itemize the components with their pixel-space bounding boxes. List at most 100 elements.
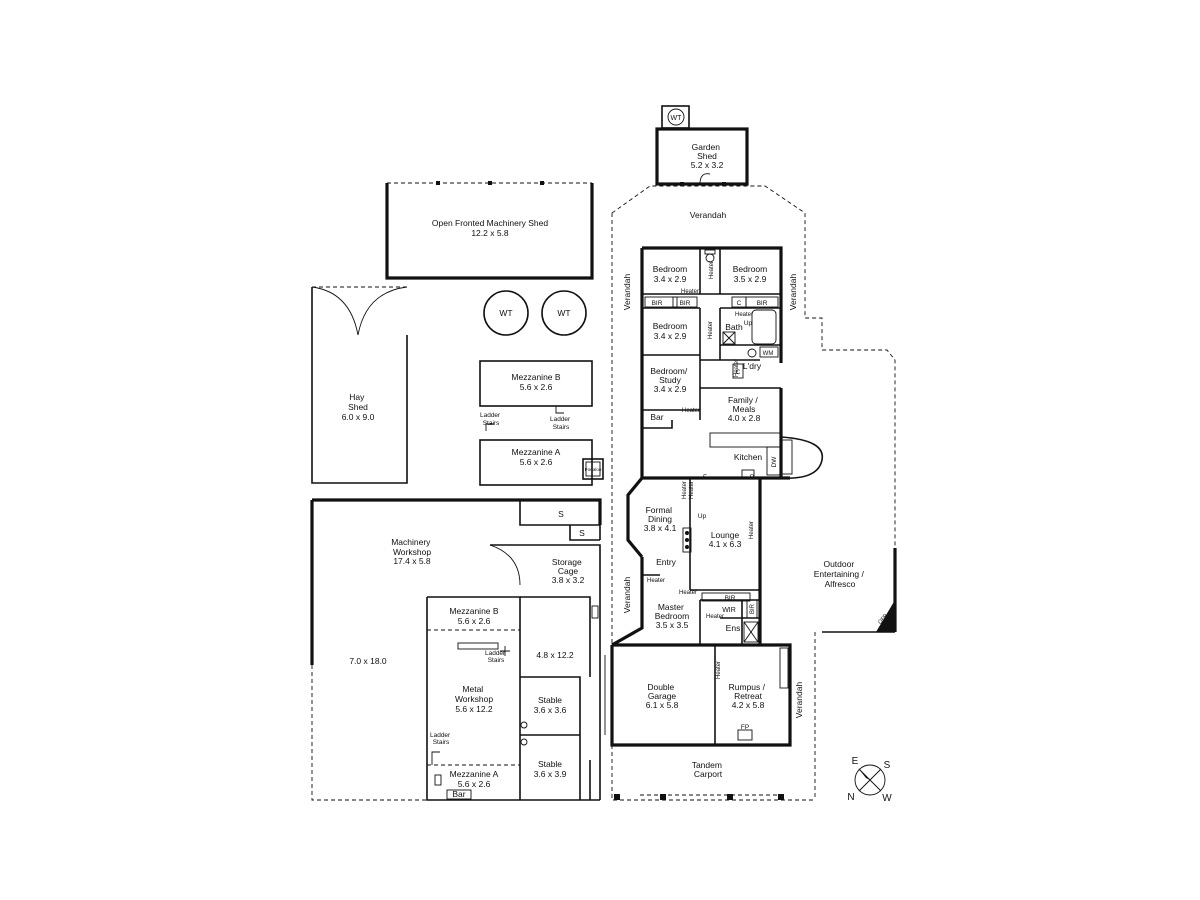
- lounge-label: Lounge: [711, 530, 740, 540]
- labels: WT Garden Shed 5.2 x 3.2 Verandah Verand…: [342, 115, 893, 804]
- formal-dining-dims: 3.8 x 4.1: [644, 523, 677, 533]
- heater-1-label: Heater: [681, 289, 699, 295]
- hay-shed-name-2: Shed: [348, 402, 368, 412]
- ens-label: Ens: [726, 623, 741, 633]
- mezz-b-bottom-dims: 5.6 x 2.6: [458, 616, 491, 626]
- bedroom-study-dims: 3.4 x 2.9: [654, 384, 687, 394]
- laundry-label: L'dry: [743, 361, 762, 371]
- fp-rumpus-label: FP: [741, 724, 749, 731]
- water-tank-2: [541, 290, 587, 336]
- bedroom-study-name-2: Study: [659, 375, 681, 385]
- bir-3-label: BIR: [757, 300, 768, 307]
- dw-text: DW: [771, 456, 778, 468]
- mezz-a-bottom-dims: 5.6 x 2.6: [458, 779, 491, 789]
- f-label: F: [703, 474, 707, 481]
- double-garage-name-1: Double: [647, 682, 674, 692]
- formal-dining-name-1: Formal: [646, 505, 673, 515]
- ladder-2-line-2: Stairs: [553, 424, 570, 431]
- bar-workshop-label: Bar: [452, 789, 465, 799]
- bar-house-label: Bar: [650, 412, 663, 422]
- bir-4-label: BIR: [725, 595, 736, 602]
- wir-label: WIR: [722, 607, 736, 614]
- machinery-workshop-label: Machinery Workshop: [391, 537, 433, 557]
- mezz-b-top-label: Mezzanine B: [511, 372, 560, 382]
- heater-5-text: Heater: [734, 359, 740, 377]
- bedroom-1-dims: 3.4 x 2.9: [654, 274, 687, 284]
- ladder-4-line-1: Ladder: [430, 732, 451, 739]
- ladder-3-line-1: Ladder: [485, 650, 506, 657]
- rumpus-label: Rumpus / Retreat: [729, 682, 768, 701]
- garden-shed-label: Garden Shed: [692, 142, 723, 161]
- heater-9-text: Heater: [749, 521, 755, 539]
- heater-3-label: Heater: [735, 312, 753, 318]
- master-bedroom-name-2: Bedroom: [655, 611, 690, 621]
- heater-8-text: Heater: [689, 481, 695, 499]
- stable-1-label: Stable: [538, 695, 562, 705]
- storage-cage-dims: 3.8 x 3.2: [552, 575, 585, 585]
- ladder-2-line-1: Ladder: [550, 416, 571, 423]
- heater-6-label: Heater: [682, 408, 700, 414]
- verandah-lower-right-label: Verandah: [794, 682, 804, 719]
- s-1-label: S: [558, 509, 564, 519]
- heater-11-label: Heater: [679, 590, 697, 596]
- stable-1-dims: 3.6 x 3.6: [534, 705, 567, 715]
- heater-4-text: Heater: [708, 321, 714, 339]
- storage-cage-name-2: Cage: [558, 566, 579, 576]
- master-bedroom-name-1: Master: [658, 602, 684, 612]
- hay-shed: [311, 286, 408, 484]
- verandah-top-label: Verandah: [690, 210, 727, 220]
- mezzanines-upper: [479, 360, 604, 486]
- verandah-lower-right-text: Verandah: [794, 682, 804, 719]
- ladder-1-line-2: Stairs: [483, 420, 500, 427]
- formal-dining-name-2: Dining: [648, 514, 672, 524]
- kitchen-label: Kitchen: [734, 452, 763, 462]
- heater-2-label: Heater: [709, 261, 715, 279]
- mezz-a-top-label: Mezzanine A: [512, 447, 561, 457]
- compass: [854, 764, 886, 796]
- heater-2-text: Heater: [709, 261, 715, 279]
- machinery-workshop-name-2: Workshop: [393, 547, 431, 557]
- s-2-label: S: [579, 528, 585, 538]
- outdoor-name-3: Alfresco: [825, 579, 856, 589]
- ladder-2-label: Ladder Stairs: [550, 416, 572, 431]
- machinery-shed-label: Open Fronted Machinery Shed: [432, 218, 549, 228]
- machinery-workshop-dims: 17.4 x 5.8: [393, 556, 431, 566]
- bir-5-text: BIR: [750, 603, 756, 614]
- rumpus-dims: 4.2 x 5.8: [732, 700, 765, 710]
- area-7-18-dims: 7.0 x 18.0: [349, 656, 387, 666]
- garden-shed-name-2: Shed: [697, 151, 717, 161]
- area-48-122-dims: 4.8 x 12.2: [536, 650, 574, 660]
- ladder-1-label: Ladder Stairs: [480, 412, 502, 427]
- p-label: P: [750, 474, 754, 481]
- hay-shed-dims: 6.0 x 9.0: [342, 412, 375, 422]
- rumpus-name-2: Retreat: [734, 691, 763, 701]
- verandah-right-label: Verandah: [788, 274, 798, 311]
- ladder-1-line-1: Ladder: [480, 412, 501, 419]
- tandem-carport-name-2: Carport: [694, 769, 723, 779]
- bedroom-1-label: Bedroom: [653, 264, 688, 274]
- machinery-shed: [385, 181, 594, 280]
- storage-cage-name-1: Storage: [552, 557, 582, 567]
- lounge-dims: 4.1 x 6.3: [709, 539, 742, 549]
- metal-workshop-name-2: Workshop: [455, 694, 493, 704]
- compass-n: N: [847, 792, 854, 803]
- machinery-workshop-name-1: Machinery: [391, 537, 431, 547]
- outdoor-label: Outdoor Entertaining / Alfresco: [814, 559, 866, 589]
- stable-2-label: Stable: [538, 759, 562, 769]
- metal-workshop-name-1: Metal: [462, 684, 483, 694]
- mezz-a-top-dims: 5.6 x 2.6: [520, 457, 553, 467]
- outdoor-wall: [822, 548, 897, 633]
- compass-w: W: [882, 793, 892, 804]
- heater-13-text: Heater: [716, 661, 722, 679]
- master-bedroom-dims: 3.5 x 3.5: [656, 620, 689, 630]
- bedroom-2-dims: 3.5 x 2.9: [734, 274, 767, 284]
- double-garage-dims: 6.1 x 5.8: [646, 700, 679, 710]
- family-meals-name-1: Family /: [728, 395, 758, 405]
- verandah-right-text: Verandah: [788, 274, 798, 311]
- heater-9-label: Heater: [749, 521, 755, 539]
- verandah-outline: [611, 182, 896, 801]
- stable-2-dims: 3.6 x 3.9: [534, 769, 567, 779]
- garden-shed: [655, 105, 749, 186]
- c-2-label: C: [736, 370, 741, 376]
